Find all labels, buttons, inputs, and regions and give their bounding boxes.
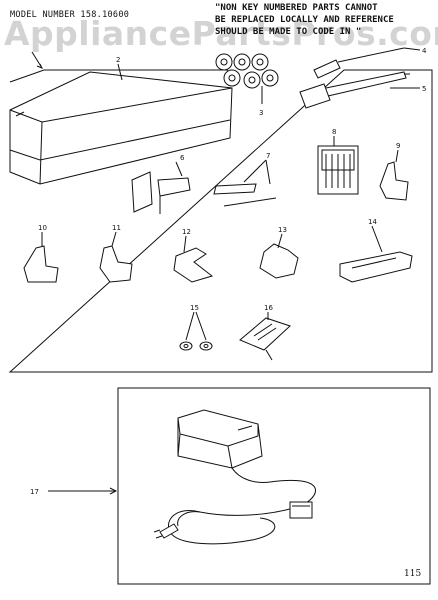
callout-17-arrow (48, 487, 118, 495)
presser-foot-10 (23, 232, 59, 283)
page-number: 115 (404, 569, 422, 579)
callout-13: 13 (278, 226, 287, 234)
spool-pins (213, 159, 277, 207)
accessory-case (9, 63, 233, 185)
callout-5: 5 (422, 85, 426, 93)
callout-3: 3 (259, 109, 263, 117)
callout-14: 14 (368, 218, 377, 226)
buttonhole-foot (173, 235, 214, 283)
callout-9: 9 (396, 142, 400, 150)
zipper-foot (259, 233, 299, 279)
callout-11: 11 (112, 224, 121, 232)
model-number: MODEL NUMBER 158.10600 (10, 10, 130, 20)
lower-box (117, 387, 431, 585)
round-discs (179, 311, 213, 351)
presser-foot-9 (379, 149, 409, 201)
presser-foot-11 (99, 231, 133, 283)
small-screwdriver (313, 47, 421, 79)
watermark: AppliancePartsPros.com (4, 14, 438, 53)
callout-15: 15 (190, 304, 199, 312)
large-screwdriver (299, 71, 420, 109)
non-key-parts-note: "NON KEY NUMBERED PARTS CANNOT BE REPLAC… (215, 3, 394, 37)
callout-7: 7 (266, 152, 270, 160)
needle-pack (317, 136, 359, 195)
callout-6: 6 (180, 154, 185, 162)
foot-control (153, 409, 316, 545)
callout-16: 16 (264, 304, 273, 312)
callout-10: 10 (38, 224, 47, 232)
callout-8: 8 (332, 128, 336, 136)
callout-4: 4 (422, 47, 427, 55)
seam-guide (131, 161, 191, 214)
callout-12: 12 (182, 228, 191, 236)
callout-2: 2 (116, 56, 120, 64)
bobbins (215, 53, 279, 104)
seam-bar (339, 225, 413, 283)
cover-plate (239, 312, 291, 361)
callout-17: 17 (30, 488, 39, 496)
model-arrow (31, 51, 44, 69)
